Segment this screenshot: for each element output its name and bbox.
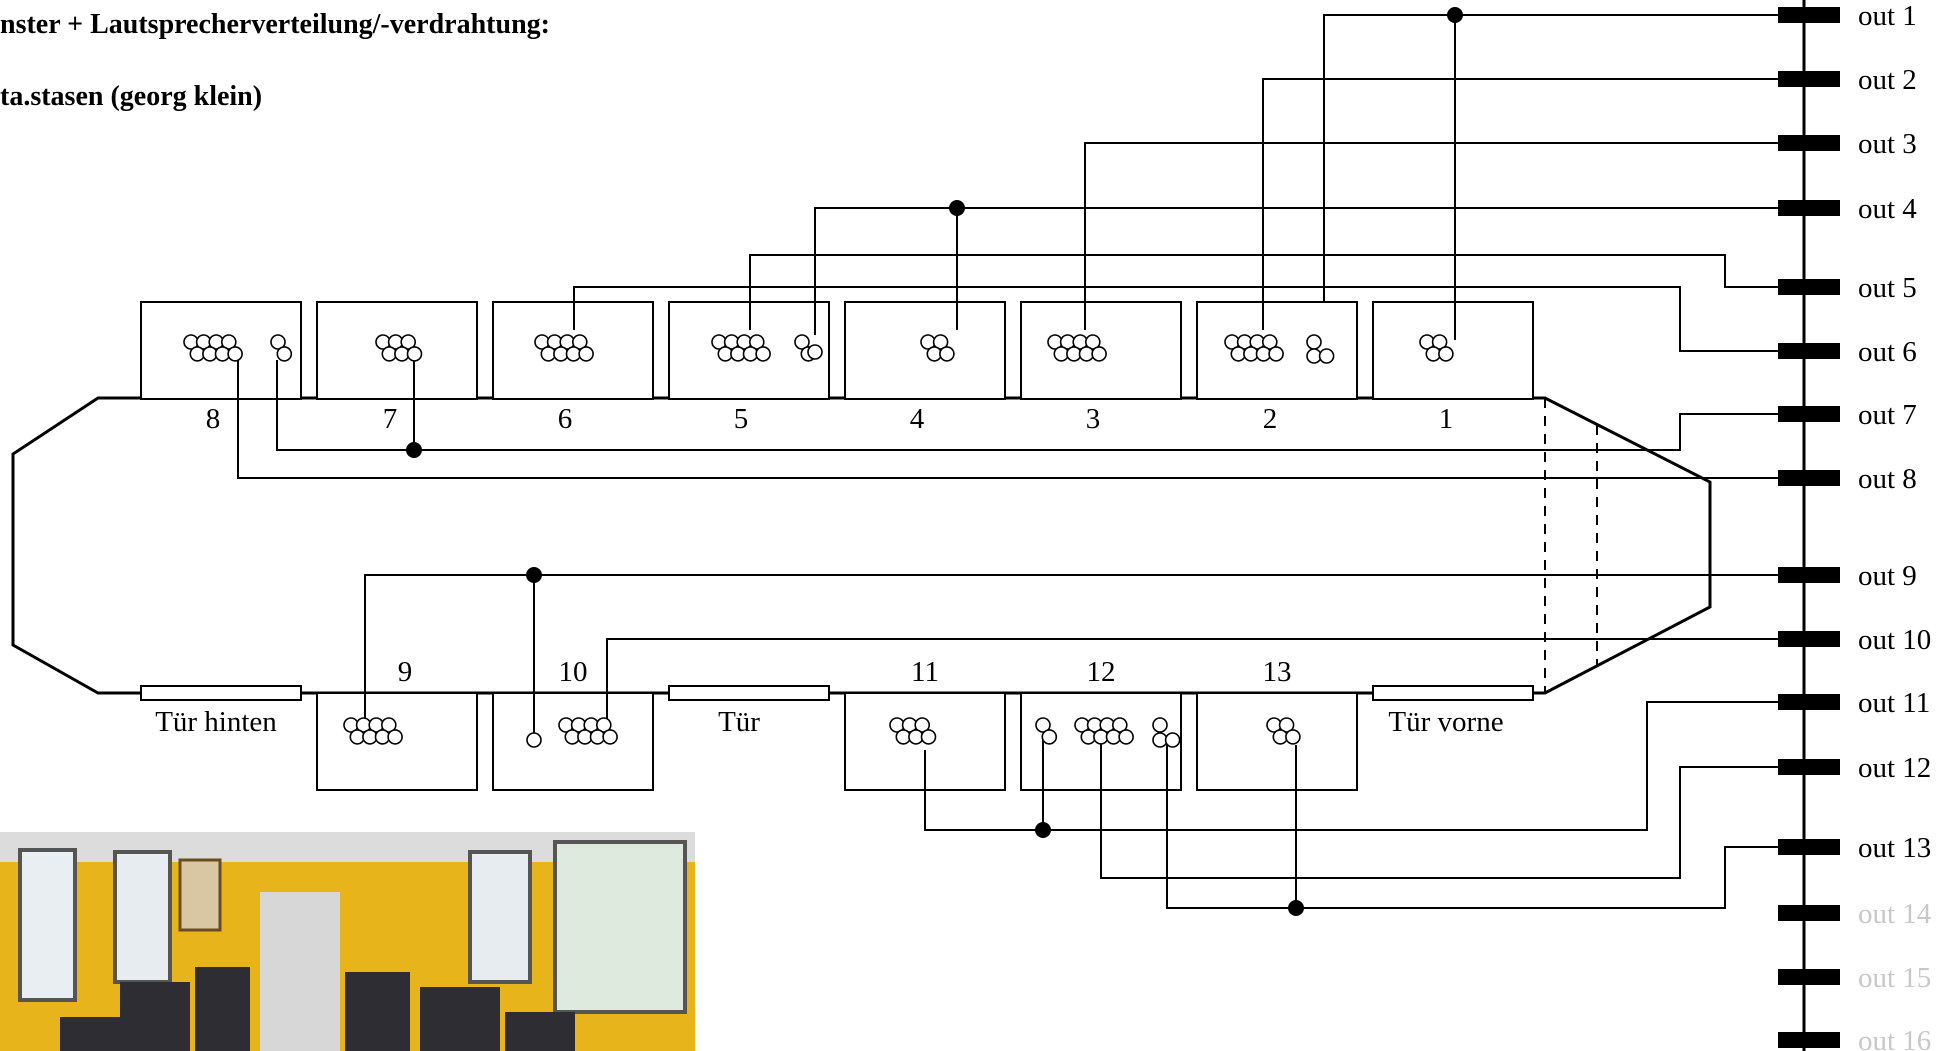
window-number: 1 bbox=[1439, 403, 1454, 435]
output-terminal bbox=[1778, 200, 1840, 216]
speaker-cluster-icon bbox=[1152, 717, 1168, 733]
tram-body-outline bbox=[11, 396, 1712, 695]
output-terminal bbox=[1778, 470, 1840, 486]
speaker-cluster-icon bbox=[920, 334, 955, 362]
speaker-cluster-icon bbox=[711, 334, 771, 362]
junction-dots bbox=[406, 7, 1463, 916]
window-number: 12 bbox=[1087, 656, 1116, 688]
output-terminals bbox=[1778, 7, 1840, 1048]
output-terminal bbox=[1778, 969, 1840, 985]
speaker-cluster-icon bbox=[1035, 717, 1058, 745]
window-box-1 bbox=[1372, 301, 1534, 400]
door-label-front: Tür vorne bbox=[1388, 706, 1503, 738]
speaker-cluster-icon bbox=[534, 334, 594, 362]
output-label: out 14 bbox=[1858, 898, 1932, 930]
bottom-windows bbox=[316, 692, 1358, 791]
window-number: 3 bbox=[1086, 403, 1101, 435]
speaker-cluster-icon bbox=[375, 334, 423, 362]
door-middle bbox=[668, 685, 830, 701]
speaker-cluster-icon bbox=[1074, 717, 1134, 745]
output-label: out 16 bbox=[1858, 1025, 1931, 1051]
output-terminal bbox=[1778, 839, 1840, 855]
output-label: out 10 bbox=[1858, 624, 1931, 656]
output-label: out 13 bbox=[1858, 832, 1931, 864]
tram-interior-photo bbox=[0, 832, 695, 1051]
output-label: out 8 bbox=[1858, 463, 1917, 495]
speaker-cluster-icon bbox=[1306, 348, 1335, 364]
output-label: out 4 bbox=[1858, 193, 1917, 225]
wiring bbox=[237, 14, 1778, 909]
speaker-cluster-icon bbox=[1152, 732, 1181, 748]
output-label: out 11 bbox=[1858, 687, 1930, 719]
speaker-cluster-icon bbox=[1266, 717, 1301, 745]
window-number: 6 bbox=[558, 403, 573, 435]
window-box-4 bbox=[844, 301, 1006, 400]
diagram-author: ta.stasen (georg klein) bbox=[0, 81, 262, 112]
door-label-rear: Tür hinten bbox=[155, 706, 277, 738]
window-numbers: 8 7 6 5 4 3 2 1 9 10 11 12 13 bbox=[206, 403, 1454, 688]
output-terminal bbox=[1778, 406, 1840, 422]
output-terminal bbox=[1778, 343, 1840, 359]
output-terminal bbox=[1778, 135, 1840, 151]
window-box-9 bbox=[316, 692, 478, 791]
output-label: out 7 bbox=[1858, 399, 1917, 431]
output-terminal bbox=[1778, 759, 1840, 775]
output-terminal bbox=[1778, 279, 1840, 295]
window-number: 4 bbox=[910, 403, 925, 435]
window-number: 7 bbox=[383, 403, 398, 435]
diagram-title: nster + Lautsprecherverteilung/-verdraht… bbox=[0, 9, 550, 40]
speaker-cluster-icon bbox=[526, 732, 542, 748]
speaker-cluster-icon bbox=[1047, 334, 1107, 362]
window-number: 9 bbox=[398, 656, 413, 688]
speaker-groups bbox=[183, 334, 1454, 748]
speaker-cluster-icon bbox=[558, 717, 618, 745]
output-terminal bbox=[1778, 694, 1840, 710]
speaker-cluster-icon bbox=[270, 334, 293, 362]
door-front bbox=[1372, 685, 1534, 701]
window-number: 13 bbox=[1263, 656, 1292, 688]
output-terminal bbox=[1778, 1032, 1840, 1048]
doors: Tür hinten Tür Tür vorne bbox=[140, 685, 1534, 738]
door-label-middle: Tür bbox=[718, 706, 760, 738]
output-label: out 5 bbox=[1858, 272, 1917, 304]
window-number: 2 bbox=[1263, 403, 1278, 435]
speaker-cluster-icon bbox=[807, 344, 823, 360]
output-label: out 15 bbox=[1858, 962, 1931, 994]
speaker-cluster-icon bbox=[889, 717, 937, 745]
output-terminal bbox=[1778, 631, 1840, 647]
output-terminal bbox=[1778, 567, 1840, 583]
output-label: out 1 bbox=[1858, 0, 1917, 32]
speaker-cluster-icon bbox=[1419, 334, 1454, 362]
window-number: 11 bbox=[911, 656, 939, 688]
output-label: out 9 bbox=[1858, 560, 1917, 592]
speaker-cluster-icon bbox=[1306, 334, 1322, 350]
output-label: out 12 bbox=[1858, 752, 1931, 784]
window-number: 5 bbox=[734, 403, 749, 435]
output-terminal bbox=[1778, 7, 1840, 23]
output-label: out 2 bbox=[1858, 64, 1917, 96]
speaker-cluster-icon bbox=[343, 717, 403, 745]
speaker-cluster-icon bbox=[1224, 334, 1284, 362]
output-terminal bbox=[1778, 905, 1840, 921]
window-number: 10 bbox=[559, 656, 588, 688]
output-labels: out 1 out 2 out 3 out 4 out 5 out 6 out 7 out 8… bbox=[1858, 0, 1932, 1051]
speaker-cluster-icon bbox=[183, 334, 243, 362]
output-label: out 3 bbox=[1858, 128, 1917, 160]
door-rear bbox=[140, 685, 302, 701]
output-label: out 6 bbox=[1858, 336, 1917, 368]
window-number: 8 bbox=[206, 403, 221, 435]
output-terminal bbox=[1778, 71, 1840, 87]
